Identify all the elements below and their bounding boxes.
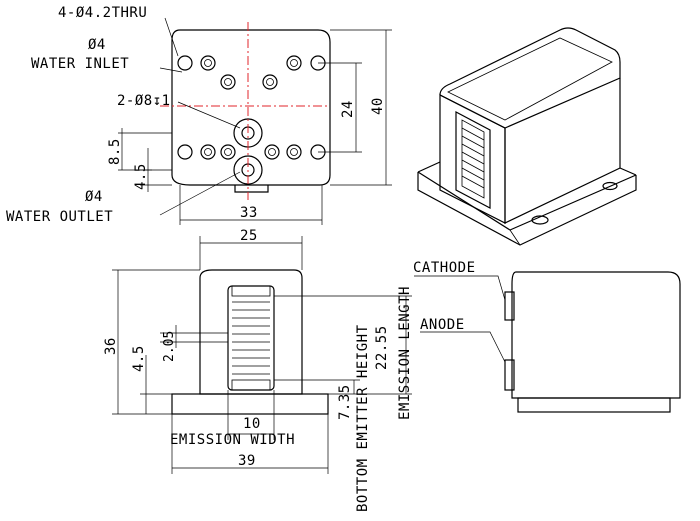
- dim-25: 25: [240, 228, 258, 244]
- bottom-screws: [200, 144, 302, 160]
- iso-body-top: [439, 27, 621, 129]
- pin-holes-label: 2-Ø8↧1: [117, 93, 171, 109]
- side-body: [511, 271, 681, 399]
- leader-thru: [164, 17, 179, 57]
- iso-hole-front: [531, 215, 549, 225]
- iso-hole-right: [602, 181, 618, 191]
- top-view: 4-Ø4.2THRU Ø4 WATER INLET 2-Ø8↧1 Ø4 WATE…: [6, 5, 392, 225]
- dim-10: 10: [243, 416, 261, 432]
- cathode-leader: [414, 275, 506, 301]
- iso-base-top-edge: [417, 171, 637, 231]
- iso-body-right: [504, 78, 621, 224]
- dim-22-55: 22.55: [374, 325, 390, 370]
- anode-label: ANODE: [420, 317, 465, 333]
- anode-leader: [420, 331, 506, 363]
- emission-width-label: EMISSION WIDTH: [170, 432, 295, 448]
- cathode-label: CATHODE: [413, 260, 476, 276]
- corner-hole-bl: [177, 144, 193, 160]
- water-outlet-label: WATER OUTLET: [6, 209, 113, 225]
- emission-length-label: EMISSION LENGTH: [397, 286, 413, 420]
- iso-emitter-window: [455, 111, 491, 209]
- outlet-tab: [234, 185, 269, 193]
- bottom-emitter-height-label: BOTTOM EMITTER HEIGHT: [355, 324, 371, 512]
- dim-2-05: 2.05: [162, 331, 177, 362]
- inlet-dia-label: Ø4: [88, 37, 106, 53]
- emitter-bars: [232, 301, 270, 375]
- outlet-dia-label: Ø4: [85, 189, 103, 205]
- side-view: CATHODE ANODE: [413, 260, 681, 413]
- dim-4-5-front: 4.5: [131, 345, 147, 372]
- iso-base-front: [417, 172, 637, 246]
- dim-40: 40: [370, 97, 386, 115]
- side-base: [517, 397, 671, 413]
- top-view-outline: [171, 29, 331, 186]
- front-body: [199, 269, 303, 395]
- leader-outlet: [159, 171, 241, 216]
- anode-terminal: [504, 359, 515, 391]
- thru-holes-label: 4-Ø4.2THRU: [58, 5, 147, 21]
- iso-body-front: [439, 94, 506, 224]
- water-inlet-label: WATER INLET: [31, 56, 129, 72]
- dim-4-5-top: 4.5: [133, 163, 149, 190]
- dim-8-5: 8.5: [107, 138, 123, 165]
- leader-pin: [177, 101, 241, 129]
- front-view: 25 36 4.5 2.05 10 EMISSION WIDTH 39 7.35…: [103, 228, 413, 512]
- dim-33: 33: [240, 205, 258, 221]
- front-base: [171, 393, 329, 415]
- top-screws: [200, 55, 302, 90]
- dim-7-35: 7.35: [337, 384, 353, 420]
- isometric-view: [417, 27, 637, 246]
- dim-24: 24: [340, 100, 356, 118]
- cathode-terminal: [504, 291, 515, 321]
- leader-inlet: [159, 67, 183, 73]
- dim-36: 36: [103, 337, 119, 355]
- corner-hole-tl: [177, 55, 193, 71]
- dim-39: 39: [238, 453, 256, 469]
